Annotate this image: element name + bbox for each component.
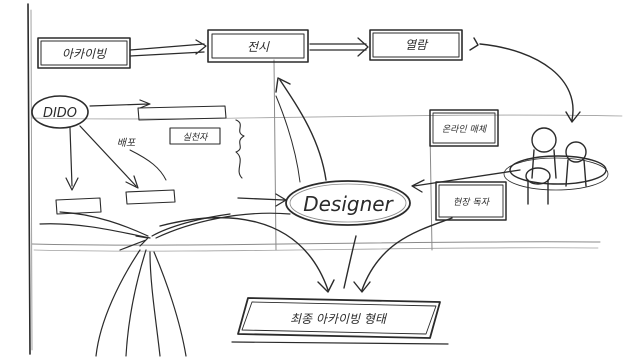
archiving-label: 아카이빙 xyxy=(62,47,107,61)
guide-line xyxy=(31,241,601,246)
dido-label: DIDO xyxy=(43,106,77,121)
arrow-dido-diagonal xyxy=(79,125,139,189)
squiggle-mark xyxy=(235,119,245,179)
dido-ellipse xyxy=(31,95,89,129)
small-box-label: 실천자 xyxy=(183,132,210,143)
final-box xyxy=(237,297,441,339)
arrow-designer-to-exhibition xyxy=(275,77,327,181)
arrow-note-down xyxy=(129,149,167,181)
guide-line xyxy=(273,59,277,251)
margin-line xyxy=(27,3,31,355)
offline-user-box xyxy=(435,181,507,221)
bottom-baseline xyxy=(231,341,449,345)
final-label: 최종 아카이빙 형태 xyxy=(290,312,388,326)
margin-line-2 xyxy=(30,9,33,351)
guide-line xyxy=(33,247,599,252)
designer-label: Designer xyxy=(303,192,394,216)
arrow-designer-up-2 xyxy=(275,95,301,183)
arrow-archiving-to-exhibition xyxy=(129,39,207,57)
guide-line xyxy=(429,129,433,251)
offline-user-label: 현장 독자 xyxy=(453,197,491,208)
online-user-box xyxy=(429,109,499,147)
exhibition-box xyxy=(207,29,309,63)
arrow-viewing-people xyxy=(469,37,581,123)
designer-ellipse xyxy=(285,180,411,226)
online-user-label: 온라인 매체 xyxy=(442,124,488,135)
arrow-exhibition-to-viewing xyxy=(309,37,369,57)
guide-line xyxy=(31,114,623,120)
note-label: 배포 xyxy=(117,137,136,149)
arrow-dido-right xyxy=(89,99,151,109)
arrow-dido-down-left xyxy=(65,127,79,191)
exhibition-label: 전시 xyxy=(247,40,270,54)
viewing-label: 열람 xyxy=(405,38,429,52)
converging-arrows xyxy=(39,211,291,357)
arrow-into-designer xyxy=(237,193,287,207)
designer-ellipse-2 xyxy=(289,183,407,223)
arrows-to-final xyxy=(159,216,453,293)
arrow-people-to-designer xyxy=(411,169,521,193)
small-bar-top xyxy=(137,105,227,121)
viewing-box xyxy=(369,29,463,61)
small-bar-left xyxy=(55,197,102,215)
people-icon xyxy=(503,127,609,205)
archiving-box xyxy=(37,37,131,69)
small-label-box xyxy=(169,127,221,145)
small-bar-middle xyxy=(125,189,176,205)
